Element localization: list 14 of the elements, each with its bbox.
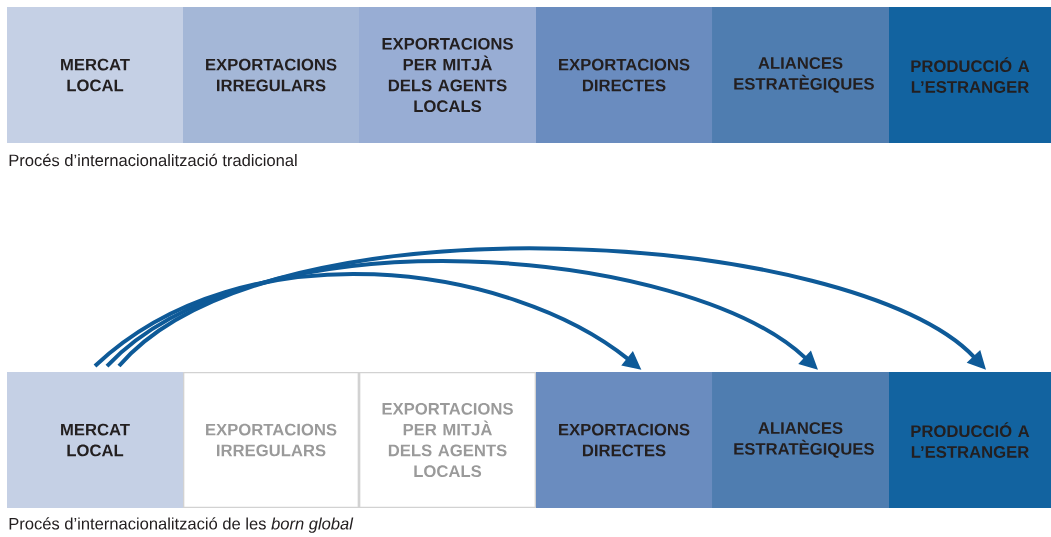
stage-box: ALIANCES ESTRATÈGIQUES: [712, 7, 889, 143]
stage-box: MERCAT LOCAL: [7, 372, 183, 508]
stage-box: EXPORTACIONS DIRECTES: [536, 372, 712, 508]
stage-box: PRODUCCIÓ A L’ESTRANGER: [889, 372, 1051, 508]
stage-box: EXPORTACIONS PER MITJÀ DELS AGENTS LOCALS: [359, 372, 536, 508]
stage-box: EXPORTACIONS IRREGULARS: [183, 7, 359, 143]
caption: Procés d’internacionalització de les born global: [9, 517, 354, 533]
stage-box: EXPORTACIONS PER MITJÀ DELS AGENTS LOCALS: [359, 7, 536, 143]
caption: Procés d’internacionalització tradicional: [9, 153, 297, 167]
stage-box: ALIANCES ESTRATÈGIQUES: [712, 372, 889, 508]
stage-box: MERCAT LOCAL: [7, 7, 183, 143]
stage-box: EXPORTACIONS DIRECTES: [536, 7, 712, 143]
stage-box: PRODUCCIÓ A L’ESTRANGER: [889, 7, 1051, 143]
stage-box: EXPORTACIONS IRREGULARS: [183, 372, 359, 508]
